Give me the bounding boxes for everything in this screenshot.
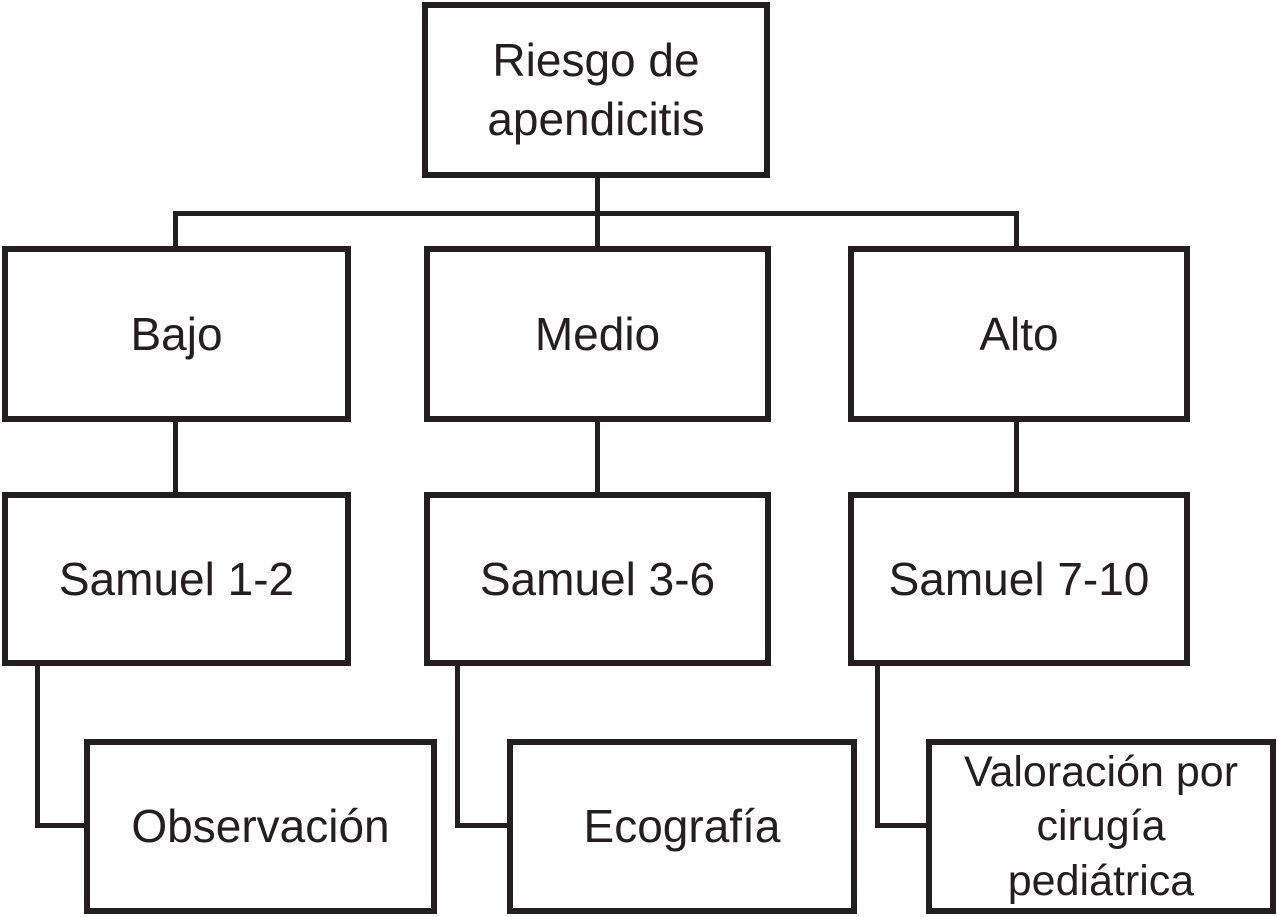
node-label: Ecografía: [583, 800, 781, 853]
connector-alto-to-samuel: [1014, 421, 1019, 493]
connector-stub-bajo: [173, 211, 178, 247]
node-label: Samuel 7-10: [888, 552, 1150, 605]
node-label: Observación: [131, 800, 390, 853]
node-label: Medio: [534, 307, 661, 360]
node-samuel-3-6: Samuel 3-6: [424, 492, 771, 666]
node-label: Bajo: [130, 307, 223, 360]
node-riesgo-bajo: Bajo: [2, 246, 351, 422]
node-label: Riesgo de apendicitis: [487, 34, 705, 145]
node-riesgo-alto: Alto: [848, 246, 1190, 422]
node-label: Alto: [979, 307, 1059, 360]
connector-bajo-to-samuel: [173, 421, 178, 493]
node-valoracion-cirugia-pediatrica: Valoración por cirugía pediátrica: [926, 739, 1276, 914]
connector-samuel12-elbow-v: [35, 664, 40, 828]
connector-samuel710-elbow-v: [875, 664, 880, 828]
node-label: Samuel 3-6: [479, 552, 716, 605]
node-label: Samuel 1-2: [58, 552, 295, 605]
node-observacion: Observación: [84, 739, 437, 914]
node-label: Valoración por cirugía pediátrica: [963, 748, 1239, 905]
connector-samuel36-elbow-v: [455, 664, 460, 828]
node-samuel-7-10: Samuel 7-10: [848, 492, 1190, 666]
connector-medio-to-samuel: [595, 421, 600, 493]
connector-samuel710-elbow-h: [875, 823, 931, 828]
node-riesgo-medio: Medio: [424, 246, 771, 422]
node-ecografia: Ecografía: [507, 739, 857, 914]
connector-branch-bar: [173, 211, 1019, 216]
connector-samuel36-elbow-h: [455, 823, 512, 828]
node-riesgo-de-apendicitis: Riesgo de apendicitis: [422, 2, 770, 178]
connector-stub-alto: [1014, 211, 1019, 247]
connector-samuel12-elbow-h: [35, 823, 89, 828]
node-samuel-1-2: Samuel 1-2: [2, 492, 351, 666]
